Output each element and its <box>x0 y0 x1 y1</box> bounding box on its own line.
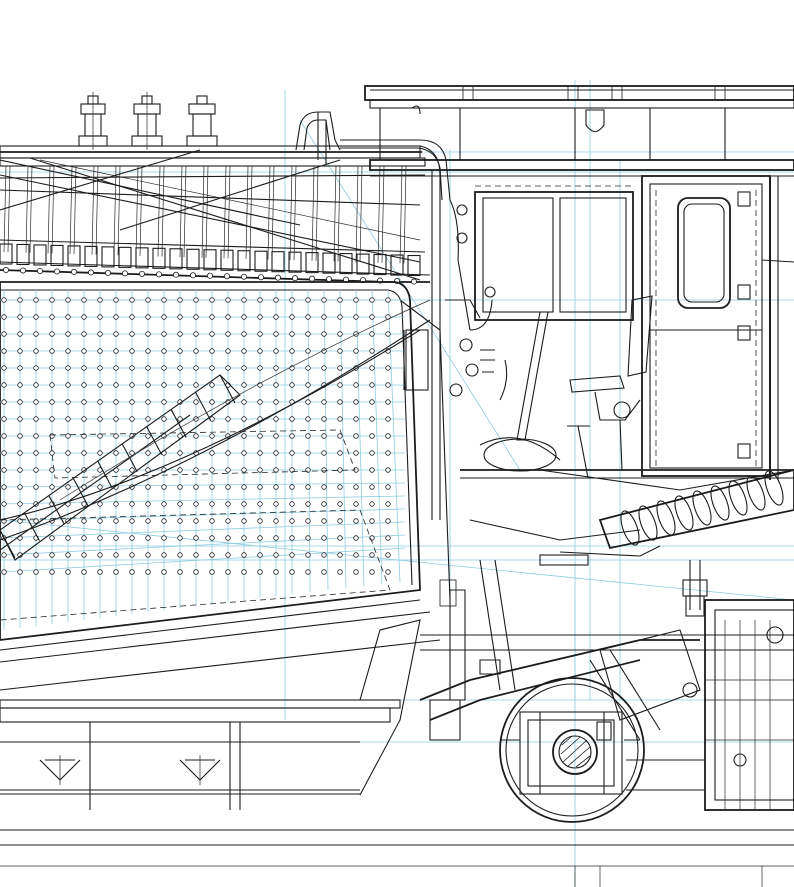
tender-connection <box>469 469 794 617</box>
backhead-piping <box>340 139 508 401</box>
tie-rods <box>0 149 421 281</box>
staybolt-grid <box>0 289 406 630</box>
cab-fittings <box>479 295 653 479</box>
lower-frame <box>0 619 794 887</box>
boiler-top-valves <box>78 92 421 165</box>
firebox-sweeps <box>0 299 431 541</box>
boiler-stays <box>3 165 407 264</box>
trailing-truck <box>419 559 794 811</box>
boiler-jacket <box>0 145 441 283</box>
trailing-wheel <box>499 677 645 823</box>
cab <box>364 85 794 520</box>
crown-bolts <box>0 243 421 285</box>
